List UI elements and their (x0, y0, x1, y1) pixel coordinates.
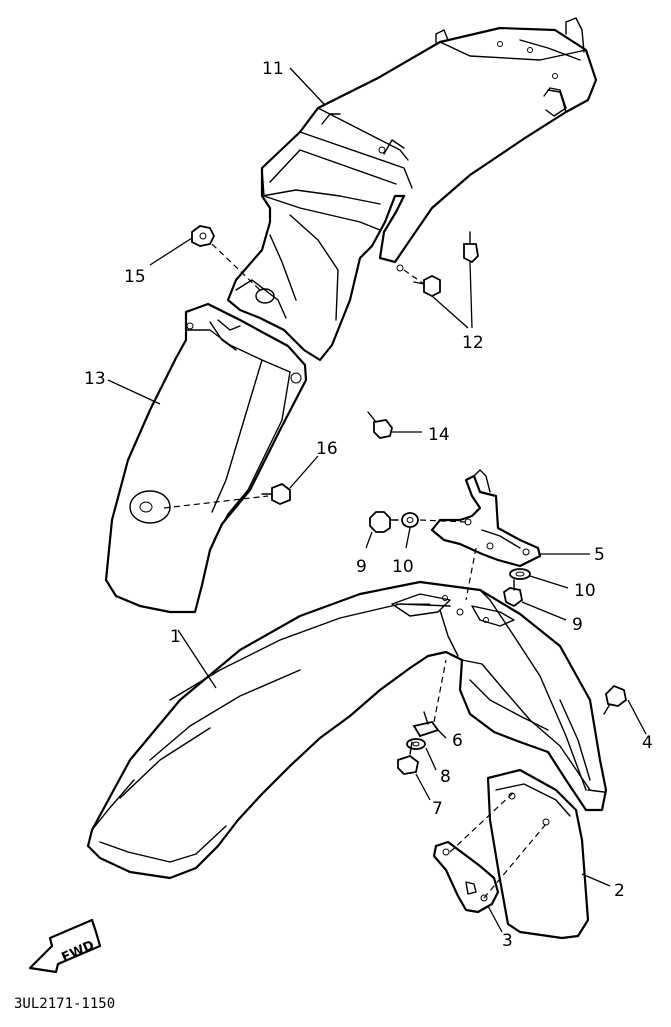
callout-11: 11 (262, 59, 284, 79)
callout-16: 16 (316, 439, 338, 459)
callout-10a: 10 (392, 557, 414, 577)
mud-flap (486, 768, 590, 940)
bracket (430, 469, 542, 568)
callout-8: 8 (440, 767, 451, 787)
callout-5: 5 (594, 545, 605, 565)
callout-14: 14 (428, 425, 450, 445)
washer-10b (509, 568, 531, 580)
bolt-14 (367, 411, 393, 439)
diagram-code: 3UL2171-1150 (14, 996, 115, 1012)
flap-plate (432, 840, 500, 914)
nut-15 (191, 225, 216, 247)
fwd-arrow: FWD (28, 918, 102, 974)
screw-9a (369, 511, 399, 533)
callout-4: 4 (642, 733, 653, 753)
callout-9a: 9 (356, 557, 367, 577)
callout-3: 3 (502, 931, 513, 951)
callout-1: 1 (170, 627, 181, 647)
bolt-12b (413, 274, 441, 298)
rear-fender (226, 17, 598, 362)
callout-13: 13 (84, 369, 106, 389)
callout-15: 15 (124, 267, 146, 287)
front-fender (86, 580, 608, 880)
callouts: 11 15 12 13 14 16 9 10 5 10 9 1 4 6 8 7 … (84, 59, 653, 951)
collar-6 (412, 711, 440, 738)
leader-lines (107, 67, 647, 933)
bolt-12a (463, 231, 479, 264)
callout-10b: 10 (574, 581, 596, 601)
bolt-7 (397, 741, 419, 775)
callout-6: 6 (452, 731, 463, 751)
inner-fender (104, 302, 308, 614)
bolt-16 (261, 482, 291, 505)
callout-7: 7 (432, 799, 443, 819)
washer-8 (406, 738, 426, 750)
washer-10a (401, 512, 419, 528)
callout-2: 2 (614, 881, 625, 901)
callout-12: 12 (462, 333, 484, 353)
callout-9b: 9 (572, 615, 583, 635)
screw-9b (502, 579, 523, 608)
assembly-lines (163, 243, 547, 899)
bolt-4 (603, 684, 627, 715)
